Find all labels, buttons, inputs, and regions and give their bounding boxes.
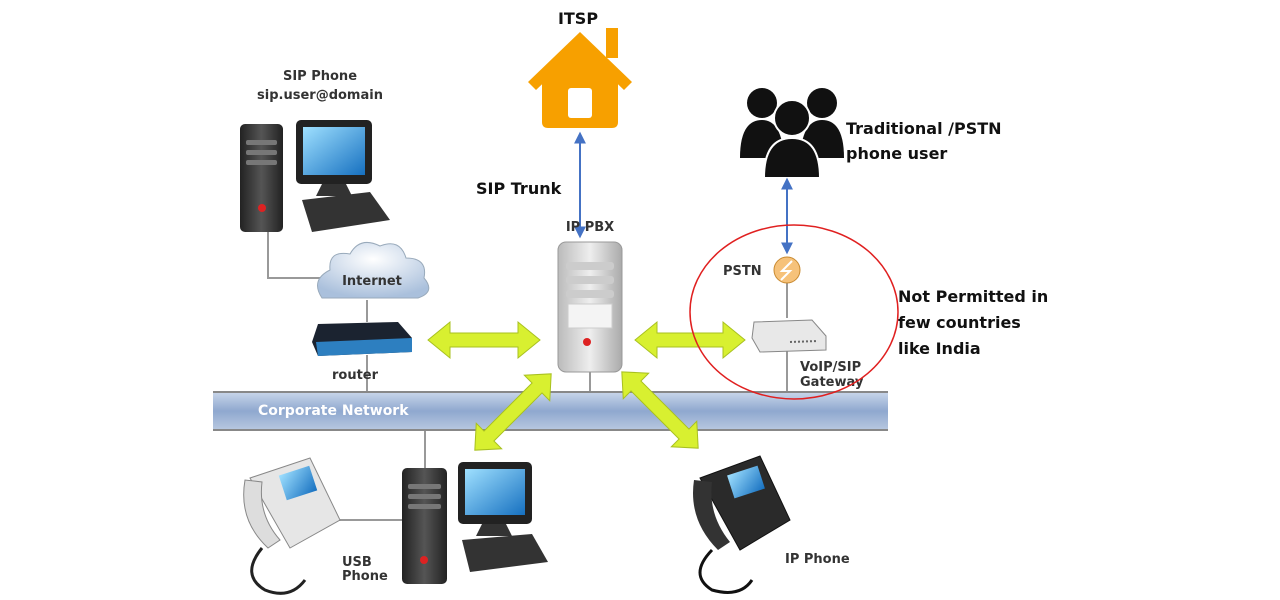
restriction-circle — [689, 224, 899, 400]
usb-phone-label-line2: Phone — [342, 569, 388, 584]
ip-pbx-label: IP PBX — [566, 220, 614, 235]
pbx-ip-phone-arrow — [621, 371, 699, 449]
pbx-gateway-arrow — [634, 320, 746, 360]
internet-label: Internet — [342, 274, 402, 289]
users-group-icon — [740, 88, 844, 179]
router-label: router — [332, 368, 379, 383]
usb-phone-label-line1: USB — [342, 555, 372, 570]
sip-trunk-label: SIP Trunk — [476, 179, 562, 198]
router-pbx-arrow — [427, 320, 541, 360]
pstn-user-label-line1: Traditional /PSTN — [846, 119, 1002, 138]
voip-gateway-icon — [751, 319, 827, 353]
note-line2: few countries — [898, 313, 1021, 332]
usb-phone-icon — [243, 457, 341, 595]
pstn-label: PSTN — [723, 264, 762, 279]
pstn-icon — [773, 256, 801, 284]
corporate-network-band: Corporate Network — [213, 391, 888, 431]
note-line3: like India — [898, 339, 981, 358]
ip-pbx-server-icon — [557, 241, 623, 373]
sip-phone-title: SIP Phone — [283, 69, 357, 84]
gateway-label-line1: VoIP/SIP — [800, 360, 861, 375]
ip-phone-icon — [693, 455, 791, 594]
desktop-computer-icon — [240, 120, 390, 232]
ip-phone-label: IP Phone — [785, 552, 850, 567]
pbx-computer-arrow — [474, 373, 552, 451]
bottom-desktop-computer-icon — [402, 462, 548, 584]
sip-phone-address: sip.user@domain — [257, 88, 383, 103]
itsp-label: ITSP — [558, 9, 598, 28]
pstn-user-label-line2: phone user — [846, 144, 947, 163]
itsp-house-icon — [528, 28, 632, 128]
internet-cloud-icon: Internet — [317, 241, 430, 299]
yellow-arrows — [427, 320, 746, 451]
note-line1: Not Permitted in — [898, 287, 1048, 306]
router-icon — [312, 322, 412, 356]
corporate-network-label: Corporate Network — [258, 403, 409, 419]
